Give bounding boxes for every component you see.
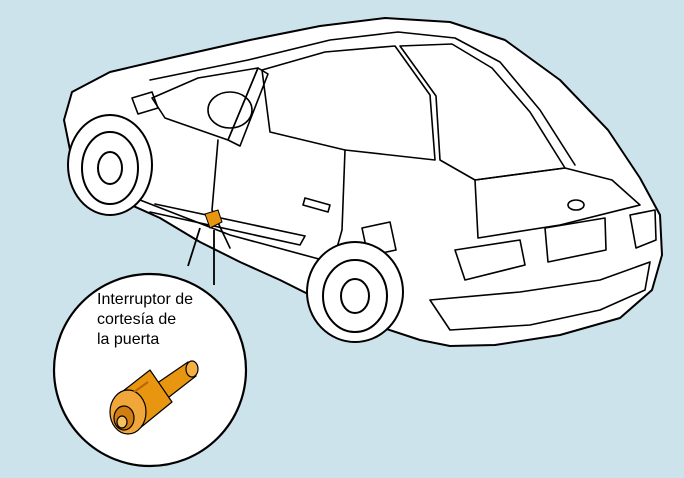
rear-hub bbox=[340, 278, 370, 314]
rear-bumper bbox=[429, 261, 651, 331]
front-door-edge bbox=[211, 139, 231, 249]
roof-line bbox=[149, 31, 576, 166]
trunk-emblem bbox=[567, 199, 585, 211]
switch-location-marker bbox=[204, 209, 223, 229]
license-plate bbox=[544, 217, 607, 263]
side-crease bbox=[139, 199, 331, 263]
tail-light-right bbox=[629, 209, 657, 249]
side-mirror bbox=[131, 91, 159, 115]
door-switch-part bbox=[109, 360, 199, 435]
b-pillar bbox=[227, 67, 269, 147]
steering-wheel bbox=[207, 91, 253, 129]
tail-light bbox=[454, 239, 526, 281]
callout-leader bbox=[187, 227, 215, 285]
trunk-lid bbox=[474, 167, 641, 239]
front-hub bbox=[97, 151, 123, 185]
callout-label: Interruptor de cortesía de la puerta bbox=[97, 291, 194, 348]
rear-side-window bbox=[261, 45, 436, 161]
body-molding bbox=[149, 203, 306, 246]
car-body bbox=[63, 17, 663, 347]
door-handle-rear bbox=[302, 197, 331, 213]
